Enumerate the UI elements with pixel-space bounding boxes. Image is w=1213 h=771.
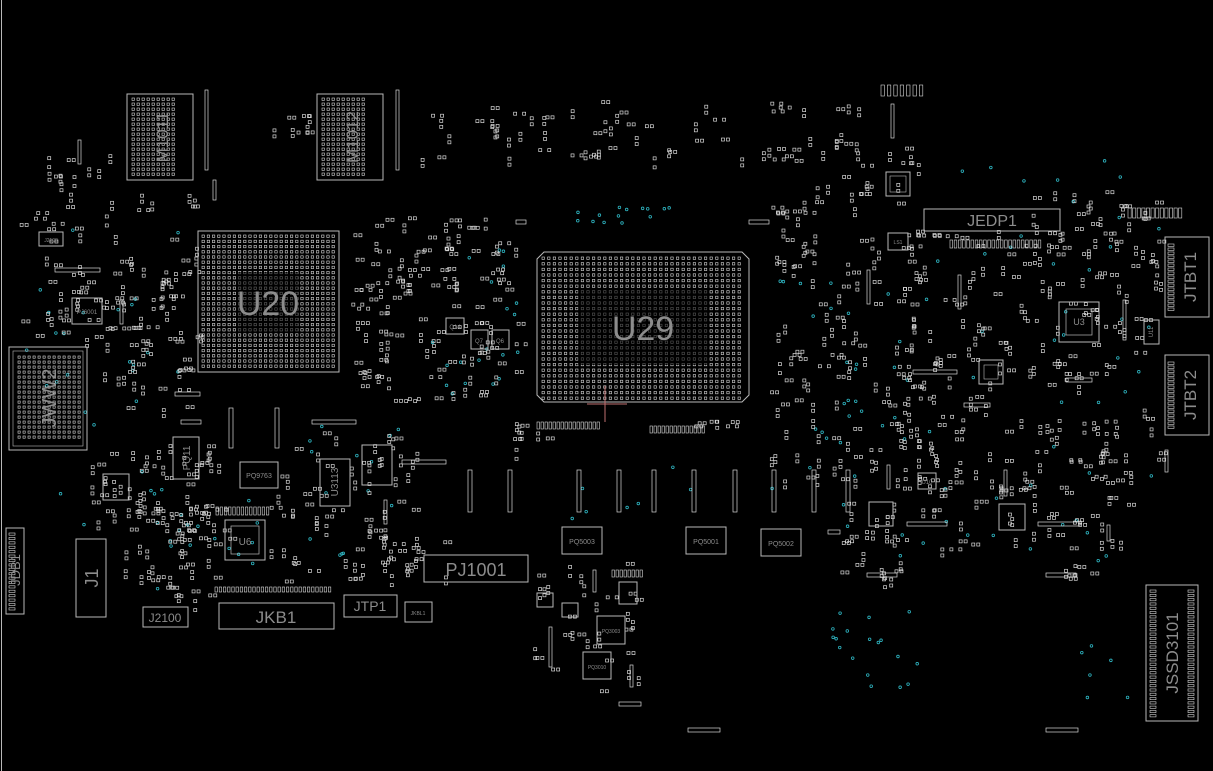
label-pq5003: PQ5003	[569, 539, 595, 546]
label-pq9763: PQ9763	[246, 473, 272, 480]
label-jww2: JWW2	[39, 369, 61, 428]
label-u3: U3	[1073, 317, 1085, 327]
label-q6: Q6	[496, 339, 505, 345]
component-jkb1[interactable]: JKB1	[214, 586, 335, 630]
part-jkbl1[interactable]: JKBL1	[404, 601, 433, 623]
ic-square-right-3[interactable]	[868, 501, 894, 527]
component-jtbt2[interactable]: JTBT2	[1164, 354, 1210, 436]
part-pq3003[interactable]: PQ3003	[596, 615, 626, 645]
connector-top-right[interactable]	[880, 84, 1183, 219]
component-jedp1[interactable]: JEDP1	[923, 208, 1061, 249]
label-pq5001: PQ5001	[693, 539, 719, 546]
part-u3[interactable]: U3	[1058, 301, 1100, 343]
label-jdb1: JDB1	[8, 554, 23, 586]
part-j2108[interactable]: J2108	[38, 231, 64, 247]
component-jdb1[interactable]: JDB1	[5, 527, 25, 615]
label-jkbl1: JKBL1	[411, 611, 426, 617]
component-pq11[interactable]: PQ11	[172, 436, 200, 480]
pad-pair-mid-1[interactable]	[536, 581, 638, 618]
label-pq5002: PQ5002	[768, 541, 794, 548]
part-u10[interactable]: U10	[917, 472, 937, 490]
label-ls1: LS1	[894, 240, 903, 246]
label-pj6001: PJ6001	[77, 310, 98, 316]
label-m1012: M1012	[343, 111, 362, 163]
smd-layer	[19, 89, 1169, 733]
component-jtbt1[interactable]: JTBT1	[1164, 236, 1210, 318]
part-pq9763[interactable]: PQ9763	[239, 461, 279, 489]
label-pq3003: PQ3003	[602, 629, 621, 635]
part-u6[interactable]: U6	[224, 519, 266, 561]
label-u20: U20	[237, 285, 299, 323]
component-m1012[interactable]: M1012	[316, 93, 384, 181]
part-pq5001[interactable]: PQ5001	[685, 526, 727, 555]
component-m1011[interactable]: M1011	[126, 93, 194, 181]
label-jssd3101: JSSD3101	[1163, 612, 1182, 693]
component-jssd3101[interactable]: JSSD3101	[1145, 584, 1199, 722]
part-pq3010[interactable]: PQ3010	[582, 651, 612, 680]
label-u29: U29	[612, 310, 674, 348]
label-jtp1: JTP1	[354, 598, 387, 614]
component-jtp1[interactable]: JTP1	[343, 594, 398, 618]
part-q6[interactable]: Q6	[491, 329, 510, 350]
ic-square-top-right[interactable]	[885, 171, 911, 197]
ic-square-mid-1[interactable]	[102, 473, 130, 501]
label-u11: U11	[1149, 326, 1155, 337]
component-u20[interactable]: U20	[197, 230, 340, 373]
label-jkb1: JKB1	[256, 608, 297, 627]
part-q14[interactable]: Q14	[445, 317, 465, 335]
part-pq5003[interactable]: PQ5003	[561, 526, 603, 555]
label-j1: J1	[82, 568, 102, 587]
label-jedp1: JEDP1	[967, 213, 1017, 230]
ic-square-right-1[interactable]	[978, 359, 1004, 385]
connector-mid-row[interactable]	[215, 421, 705, 578]
label-u10: U10	[921, 480, 933, 486]
label-u6: U6	[239, 537, 252, 548]
ic-cluster-1[interactable]	[361, 444, 393, 486]
label-j2108: J2108	[44, 238, 58, 244]
part-q7[interactable]: Q7	[470, 329, 489, 350]
label-j2100: J2100	[149, 611, 182, 625]
component-jww2[interactable]: JWW2	[8, 346, 88, 451]
component-u29[interactable]: U29	[536, 251, 750, 422]
part-u11[interactable]: U11	[1143, 319, 1160, 345]
label-m1011: M1011	[153, 112, 172, 163]
component-pj1001[interactable]: PJ1001	[423, 554, 529, 583]
label-jtbt1: JTBT1	[1181, 252, 1200, 302]
component-j2100[interactable]: J2100	[142, 606, 189, 628]
label-jtbt2: JTBT2	[1181, 370, 1200, 420]
component-u3113[interactable]: U3113	[319, 458, 351, 507]
ic-square-right-2[interactable]	[998, 503, 1026, 531]
label-u3113: U3113	[330, 467, 341, 496]
component-j1[interactable]: J1	[75, 538, 107, 618]
label-pj1001: PJ1001	[445, 560, 506, 580]
part-pq5002[interactable]: PQ5002	[760, 528, 802, 557]
part-ls1[interactable]: LS1	[887, 232, 909, 251]
label-q7: Q7	[475, 339, 484, 345]
label-q14: Q14	[449, 325, 461, 331]
label-pq3010: PQ3010	[588, 665, 607, 671]
part-pj6001[interactable]: PJ6001	[71, 297, 103, 325]
label-pq11: PQ11	[182, 445, 193, 470]
